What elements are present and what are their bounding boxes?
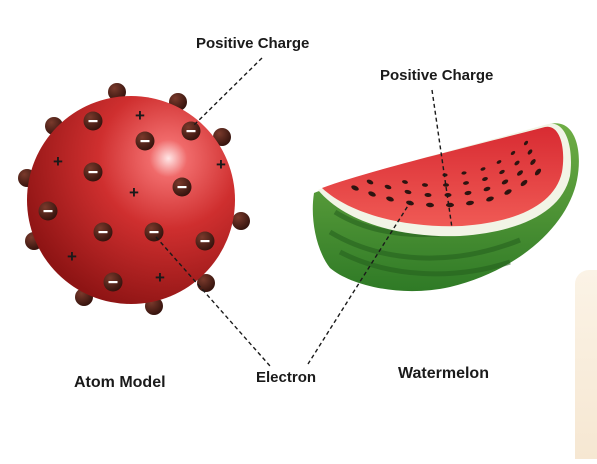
electron bbox=[181, 121, 201, 141]
plus-sign: + bbox=[53, 152, 63, 171]
electron bbox=[213, 128, 231, 146]
plus-sign: + bbox=[155, 268, 165, 287]
watermelon-flesh bbox=[322, 126, 564, 227]
electron bbox=[144, 222, 164, 242]
inner-electrons bbox=[38, 111, 215, 292]
plus-sign: + bbox=[135, 106, 145, 125]
watermelon-seeds bbox=[351, 140, 542, 208]
electron bbox=[83, 111, 103, 131]
electron bbox=[83, 162, 103, 182]
proton-signs: + + + + + + bbox=[53, 106, 226, 287]
leader-positive-charge-atom bbox=[192, 57, 263, 127]
corner-decoration bbox=[575, 270, 597, 459]
electron bbox=[93, 222, 113, 242]
plus-sign: + bbox=[216, 155, 226, 174]
watermelon-illustration bbox=[312, 123, 579, 292]
electron bbox=[232, 212, 250, 230]
positive-charge-atom-label: Positive Charge bbox=[196, 35, 310, 52]
leader-positive-charge-melon bbox=[431, 89, 453, 229]
leader-electron-atom bbox=[155, 236, 271, 367]
electron bbox=[172, 177, 192, 197]
annotation-lines bbox=[155, 57, 453, 367]
electron bbox=[135, 131, 155, 151]
electron bbox=[197, 274, 215, 292]
electron bbox=[103, 272, 123, 292]
plus-sign: + bbox=[129, 183, 139, 202]
atom-model-illustration: + + + + + + bbox=[18, 83, 250, 315]
atom-model-label: Atom Model bbox=[74, 374, 166, 391]
positive-charge-melon-label: Positive Charge bbox=[380, 67, 494, 84]
atom-sphere bbox=[27, 96, 235, 304]
electron bbox=[195, 231, 215, 251]
watermelon-label: Watermelon bbox=[398, 365, 489, 382]
electron bbox=[38, 201, 58, 221]
plus-sign: + bbox=[67, 247, 77, 266]
electron-label: Electron bbox=[256, 369, 317, 386]
